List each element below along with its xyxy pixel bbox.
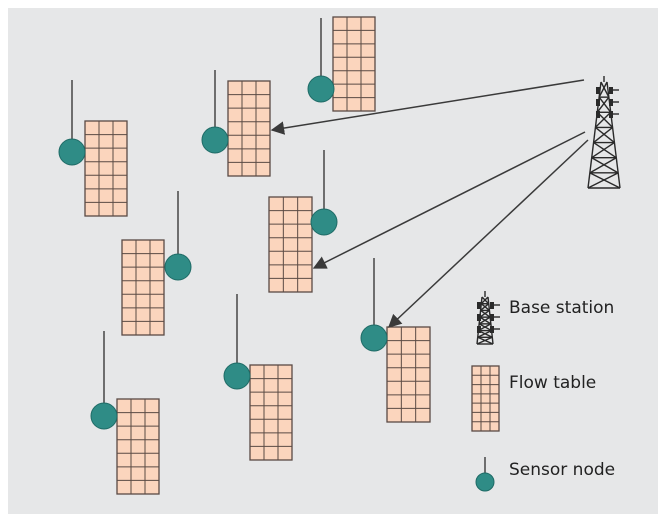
legend-base-station-icon — [476, 291, 500, 345]
node-5 — [121, 191, 192, 336]
control-arrow-1 — [270, 79, 585, 135]
legend-label-base-station: Base station — [509, 298, 615, 318]
arrows-layer — [270, 79, 589, 328]
node-6 — [360, 258, 431, 423]
sensor-node-icon — [201, 70, 229, 154]
legend-sensor-node-icon — [475, 457, 495, 492]
node-1 — [307, 16, 376, 112]
flow-table-icon — [332, 16, 376, 112]
nodes-layer — [58, 16, 431, 495]
control-arrow-3 — [388, 139, 589, 328]
base-station-layer — [587, 76, 621, 189]
flow-table-icon — [386, 326, 431, 423]
node-4 — [268, 150, 338, 293]
legend-label-flow-table: Flow table — [509, 373, 597, 393]
sensor-node-icon — [310, 150, 338, 236]
sensor-node-icon — [164, 191, 192, 281]
flow-table-icon — [84, 120, 128, 217]
sensor-node-icon — [90, 331, 118, 430]
flow-table-icon — [249, 364, 293, 461]
legend-flow-table-icon — [471, 365, 500, 432]
flow-table-icon — [116, 398, 160, 495]
node-7 — [223, 294, 293, 461]
flow-table-icon — [268, 196, 313, 293]
node-2 — [58, 80, 128, 217]
sensor-node-icon — [360, 258, 388, 352]
flow-table-icon — [227, 80, 271, 177]
flow-table-icon — [121, 239, 165, 336]
node-3 — [201, 70, 271, 177]
control-arrow-2 — [312, 131, 586, 269]
base-station-tower-icon — [587, 76, 621, 189]
legend-layer — [471, 291, 500, 492]
legend-label-sensor-node: Sensor node — [509, 460, 616, 480]
sensor-node-icon — [223, 294, 251, 390]
sensor-node-icon — [58, 80, 86, 166]
node-8 — [90, 331, 160, 495]
sensor-node-icon — [307, 18, 335, 103]
